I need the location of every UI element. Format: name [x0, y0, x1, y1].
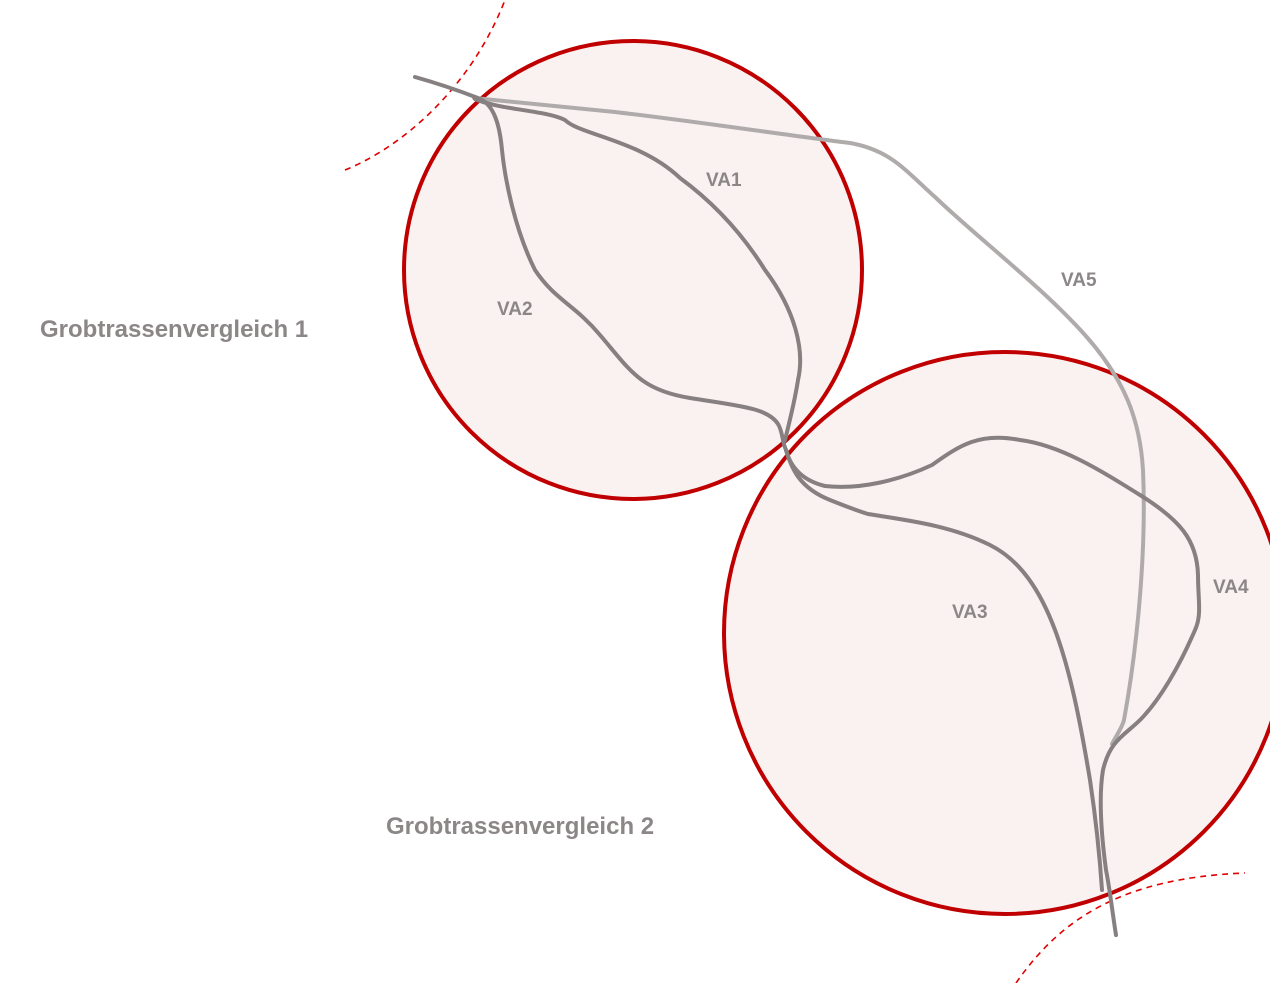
comparison-area-1 — [402, 39, 864, 501]
route-label-va3: VA3 — [952, 602, 988, 623]
route-va4 — [784, 435, 1202, 937]
boundary-arc-bottom — [1015, 872, 1246, 983]
route-va3 — [784, 448, 1104, 892]
route-label-va5: VA5 — [1061, 270, 1097, 291]
comparison-label-2: Grobtrassenvergleich 2 — [386, 813, 655, 840]
route-va2 — [413, 75, 788, 452]
route-label-va2: VA2 — [497, 299, 533, 320]
route-va5 — [472, 96, 1146, 746]
boundary-arc-top — [344, 0, 506, 171]
route-va1 — [473, 97, 803, 442]
route-label-va4: VA4 — [1213, 577, 1249, 598]
route-label-va1: VA1 — [706, 170, 742, 191]
comparison-label-1: Grobtrassenvergleich 1 — [40, 316, 309, 343]
